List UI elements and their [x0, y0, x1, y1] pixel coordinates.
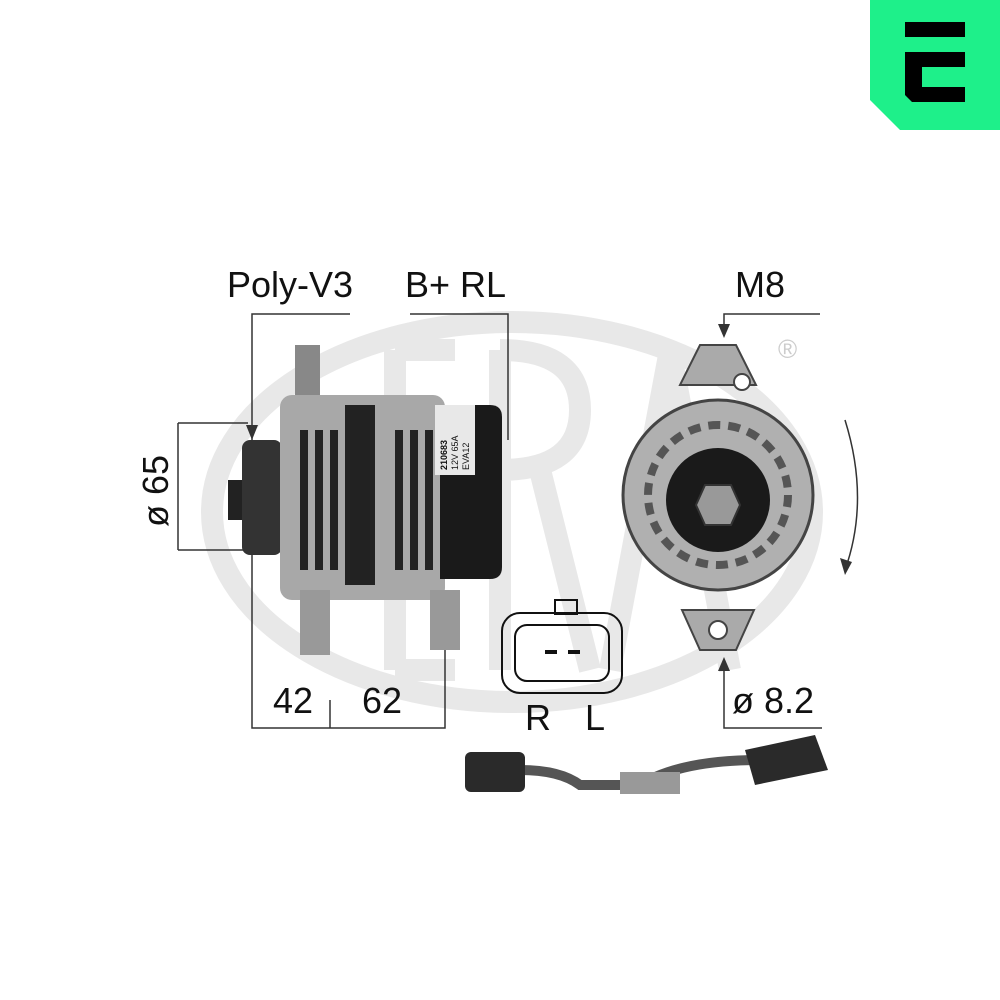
- terminals-label: B+ RL: [405, 264, 507, 305]
- registered-mark: ®: [778, 334, 797, 364]
- plug-pin-r-label: R: [525, 697, 551, 738]
- alternator-side-view: [228, 345, 502, 655]
- alternator-front-view: [621, 344, 815, 651]
- plug-pin-l-label: L: [585, 697, 606, 738]
- belt-type-label: Poly-V3: [227, 264, 354, 305]
- hole-diameter-label: ø 8.2: [732, 680, 815, 721]
- connector-plug: [501, 599, 623, 694]
- adapter-cable: [465, 735, 828, 794]
- rating: 12V 65A: [450, 435, 460, 470]
- thread-label: M8: [735, 264, 786, 305]
- dimension-lines: [177, 313, 859, 729]
- dimension-a-label: 42: [273, 680, 314, 721]
- dimension-b-label: 62: [362, 680, 403, 721]
- part-number: 210683: [439, 440, 449, 470]
- pulley-diameter-label: ø 65: [135, 454, 177, 528]
- product-label: 210683 12V 65A EVA12: [439, 435, 471, 470]
- era-logo: [870, 0, 1000, 130]
- code: EVA12: [461, 443, 471, 470]
